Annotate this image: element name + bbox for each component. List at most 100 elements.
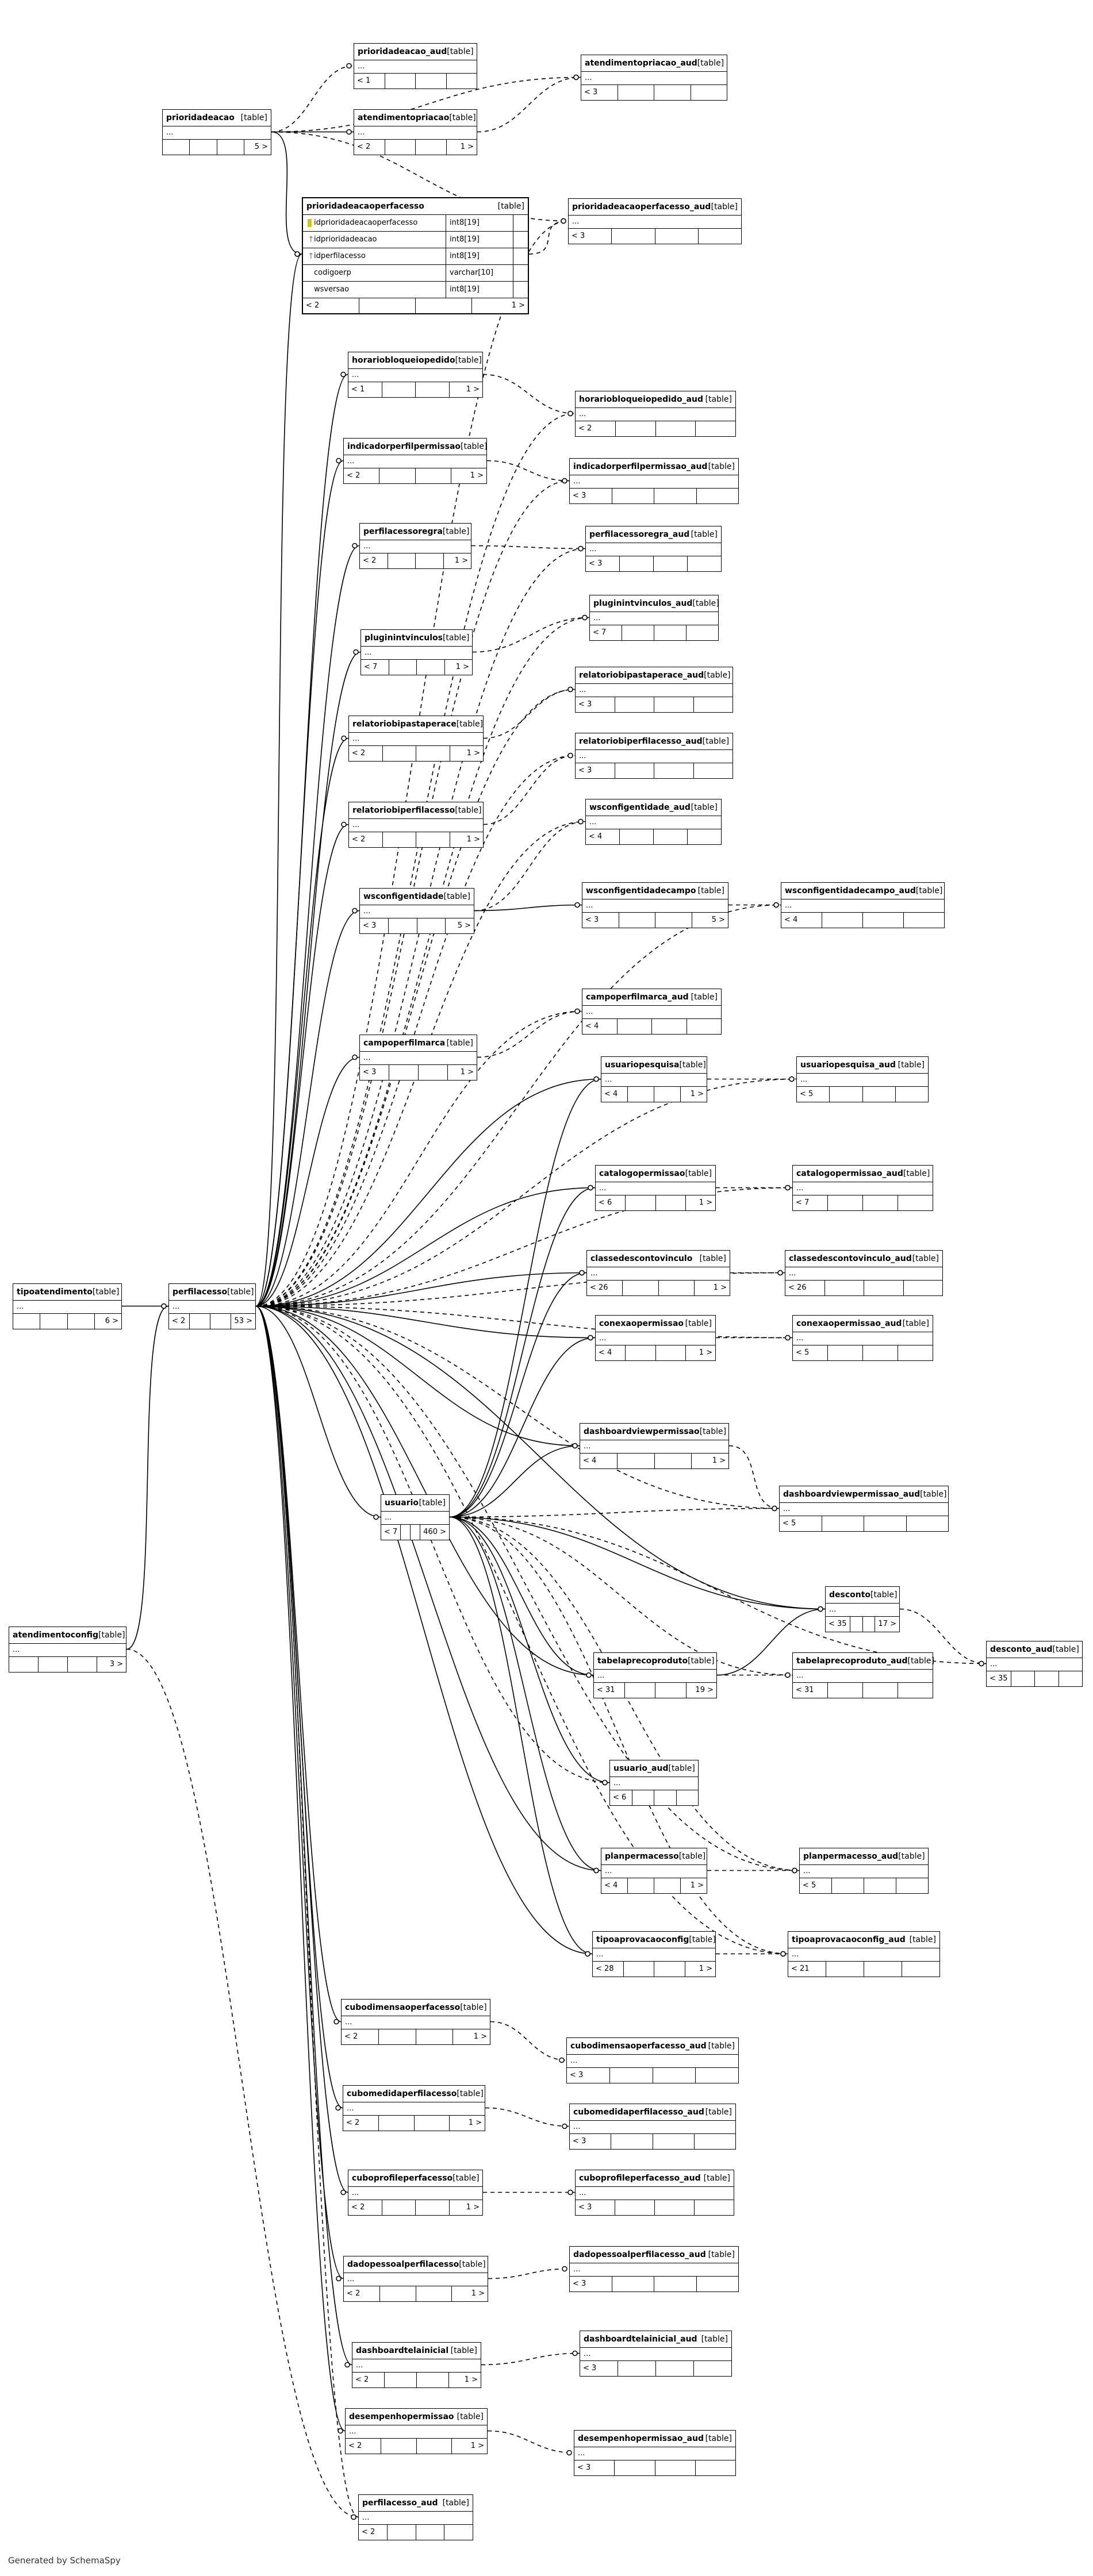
table-perfilacessoregra_aud[interactable]: perfilacessoregra_aud[table]...< 3: [585, 526, 722, 572]
children-count[interactable]: 53 >: [234, 1317, 252, 1325]
children-count[interactable]: 1 >: [454, 556, 468, 565]
parents-count[interactable]: < 3: [360, 918, 389, 933]
children-count[interactable]: [447, 74, 477, 89]
children-count[interactable]: 1 >: [471, 2289, 485, 2298]
parents-count[interactable]: < 2: [344, 2286, 380, 2301]
children-count[interactable]: 1 >: [464, 2375, 478, 2384]
table-wsconfigentidade_aud[interactable]: wsconfigentidade_aud[table]...< 4: [585, 799, 722, 845]
children-count[interactable]: [695, 2134, 735, 2149]
table-name[interactable]: usuariopesquisa: [605, 1060, 680, 1070]
children-count[interactable]: [694, 2361, 731, 2376]
parents-count[interactable]: < 2: [349, 746, 383, 761]
parents-count[interactable]: < 6: [610, 1790, 632, 1805]
table-desempenhopermissao_aud[interactable]: desempenhopermissao_aud[table]...< 3: [574, 2430, 736, 2476]
parents-count[interactable]: < 6: [596, 1195, 626, 1210]
table-dashboardviewpermissao_aud[interactable]: dashboardviewpermissao_aud[table]...< 5: [779, 1486, 949, 1532]
parents-count[interactable]: < 4: [580, 1454, 618, 1468]
table-atendimentoconfig[interactable]: atendimentoconfig[table]...3 >: [9, 1627, 126, 1673]
table-dadopessoalperfilacesso_aud[interactable]: dadopessoalperfilacesso_aud[table]...< 3: [569, 2246, 739, 2292]
parents-count[interactable]: < 2: [576, 421, 616, 436]
table-name[interactable]: indicadorperfilpermissao: [347, 442, 461, 451]
parents-count[interactable]: < 2: [342, 2029, 379, 2044]
table-name[interactable]: wsconfigentidade_aud: [589, 803, 691, 812]
parents-count[interactable]: < 26: [587, 1281, 623, 1295]
children-count[interactable]: [896, 1087, 928, 1102]
children-count[interactable]: 1 >: [712, 1456, 726, 1465]
children-count[interactable]: 1 >: [699, 1348, 712, 1357]
children-count[interactable]: [688, 829, 721, 844]
parents-count[interactable]: < 4: [781, 913, 822, 928]
children-count[interactable]: 1 >: [690, 1881, 704, 1890]
table-prioridadeacao[interactable]: prioridadeacao[table]...5 >: [162, 109, 271, 155]
table-campoperfilmarca_aud[interactable]: campoperfilmarca_aud[table]...< 4: [582, 989, 722, 1035]
children-count[interactable]: 1 >: [470, 471, 484, 480]
parents-count[interactable]: < 2: [352, 2373, 385, 2387]
parents-count[interactable]: < 5: [797, 1087, 830, 1102]
table-name[interactable]: atendimentoconfig: [13, 1631, 99, 1640]
table-tabelaprecoproduto_aud[interactable]: tabelaprecoproduto_aud[table]...< 31: [792, 1652, 934, 1698]
table-catalogopermissao_aud[interactable]: catalogopermissao_aud[table]...< 7: [792, 1165, 933, 1211]
children-count[interactable]: 1 >: [713, 1283, 727, 1292]
parents-count[interactable]: < 5: [793, 1345, 828, 1360]
table-name[interactable]: relatoriobipastaperace_aud: [579, 671, 704, 680]
table-name[interactable]: dashboardtelainicial: [356, 2346, 449, 2355]
table-name[interactable]: atendimentopriacao_aud: [585, 59, 697, 68]
table-name[interactable]: relatoriobiperfilacesso: [352, 806, 455, 815]
children-count[interactable]: 1 >: [466, 385, 480, 394]
table-name[interactable]: catalogopermissao_aud: [796, 1169, 903, 1178]
parents-count[interactable]: < 28: [593, 1962, 624, 1977]
parents-count[interactable]: < 2: [346, 2439, 381, 2454]
parents-count[interactable]: < 35: [987, 1671, 1011, 1686]
children-count[interactable]: [677, 1790, 699, 1805]
table-name[interactable]: planpermacesso_aud: [803, 1852, 899, 1861]
children-count[interactable]: 17 >: [878, 1620, 896, 1628]
parents-count[interactable]: < 3: [570, 2134, 612, 2149]
parents-count[interactable]: < 31: [793, 1683, 828, 1698]
children-count[interactable]: [904, 1281, 943, 1295]
parents-count[interactable]: < 4: [601, 1878, 628, 1893]
parents-count[interactable]: < 35: [826, 1617, 850, 1632]
table-name[interactable]: classedescontovinculo_aud: [789, 1254, 912, 1263]
table-name[interactable]: tabelaprecoproduto_aud: [796, 1656, 908, 1666]
children-count[interactable]: 460 >: [423, 1528, 447, 1536]
table-name[interactable]: perfilacesso: [172, 1287, 228, 1297]
table-wsconfigentidadecampo_aud[interactable]: wsconfigentidadecampo_aud[table]...< 4: [781, 882, 945, 928]
parents-count[interactable]: < 2: [344, 468, 380, 483]
table-name[interactable]: desconto_aud: [990, 1645, 1053, 1654]
parents-count[interactable]: < 3: [581, 85, 618, 100]
table-planpermacesso_aud[interactable]: planpermacesso_aud[table]...< 5: [799, 1848, 929, 1894]
table-name[interactable]: wsconfigentidadecampo: [586, 886, 696, 895]
parents-count[interactable]: < 7: [590, 625, 622, 640]
table-name[interactable]: desempenhopermissao_aud: [578, 2434, 704, 2443]
table-name[interactable]: relatoriobipastaperace: [352, 720, 457, 729]
table-name[interactable]: horariobloqueiopedido_aud: [579, 395, 704, 404]
table-name[interactable]: campoperfilmarca: [363, 1039, 446, 1048]
parents-count[interactable]: < 5: [780, 1516, 822, 1531]
parents-count[interactable]: [13, 1314, 41, 1329]
table-prioridadeacao_aud[interactable]: prioridadeacao_aud[table]...< 1: [354, 43, 477, 89]
parents-count[interactable]: < 3: [567, 2068, 610, 2083]
table-name[interactable]: dadopessoalperfilacesso_aud: [573, 2250, 706, 2259]
children-count[interactable]: 1 >: [466, 749, 480, 758]
table-relatoriobiperfilacesso_aud[interactable]: relatoriobiperfilacesso_aud[table]...< 3: [575, 733, 733, 779]
table-name[interactable]: perfilacessoregra: [363, 527, 443, 536]
children-count[interactable]: 19 >: [695, 1686, 714, 1694]
parents-count[interactable]: < 2: [360, 553, 388, 568]
table-usuariopesquisa_aud[interactable]: usuariopesquisa_aud[table]...< 5: [796, 1056, 929, 1102]
children-count[interactable]: [904, 913, 944, 928]
table-cubodimensaoperfacesso_aud[interactable]: cubodimensaoperfacesso_aud[table]...< 3: [566, 2037, 739, 2083]
table-name[interactable]: dadopessoalperfilacesso: [347, 2260, 459, 2269]
table-name[interactable]: catalogopermissao: [599, 1169, 685, 1178]
children-count[interactable]: [697, 489, 739, 503]
